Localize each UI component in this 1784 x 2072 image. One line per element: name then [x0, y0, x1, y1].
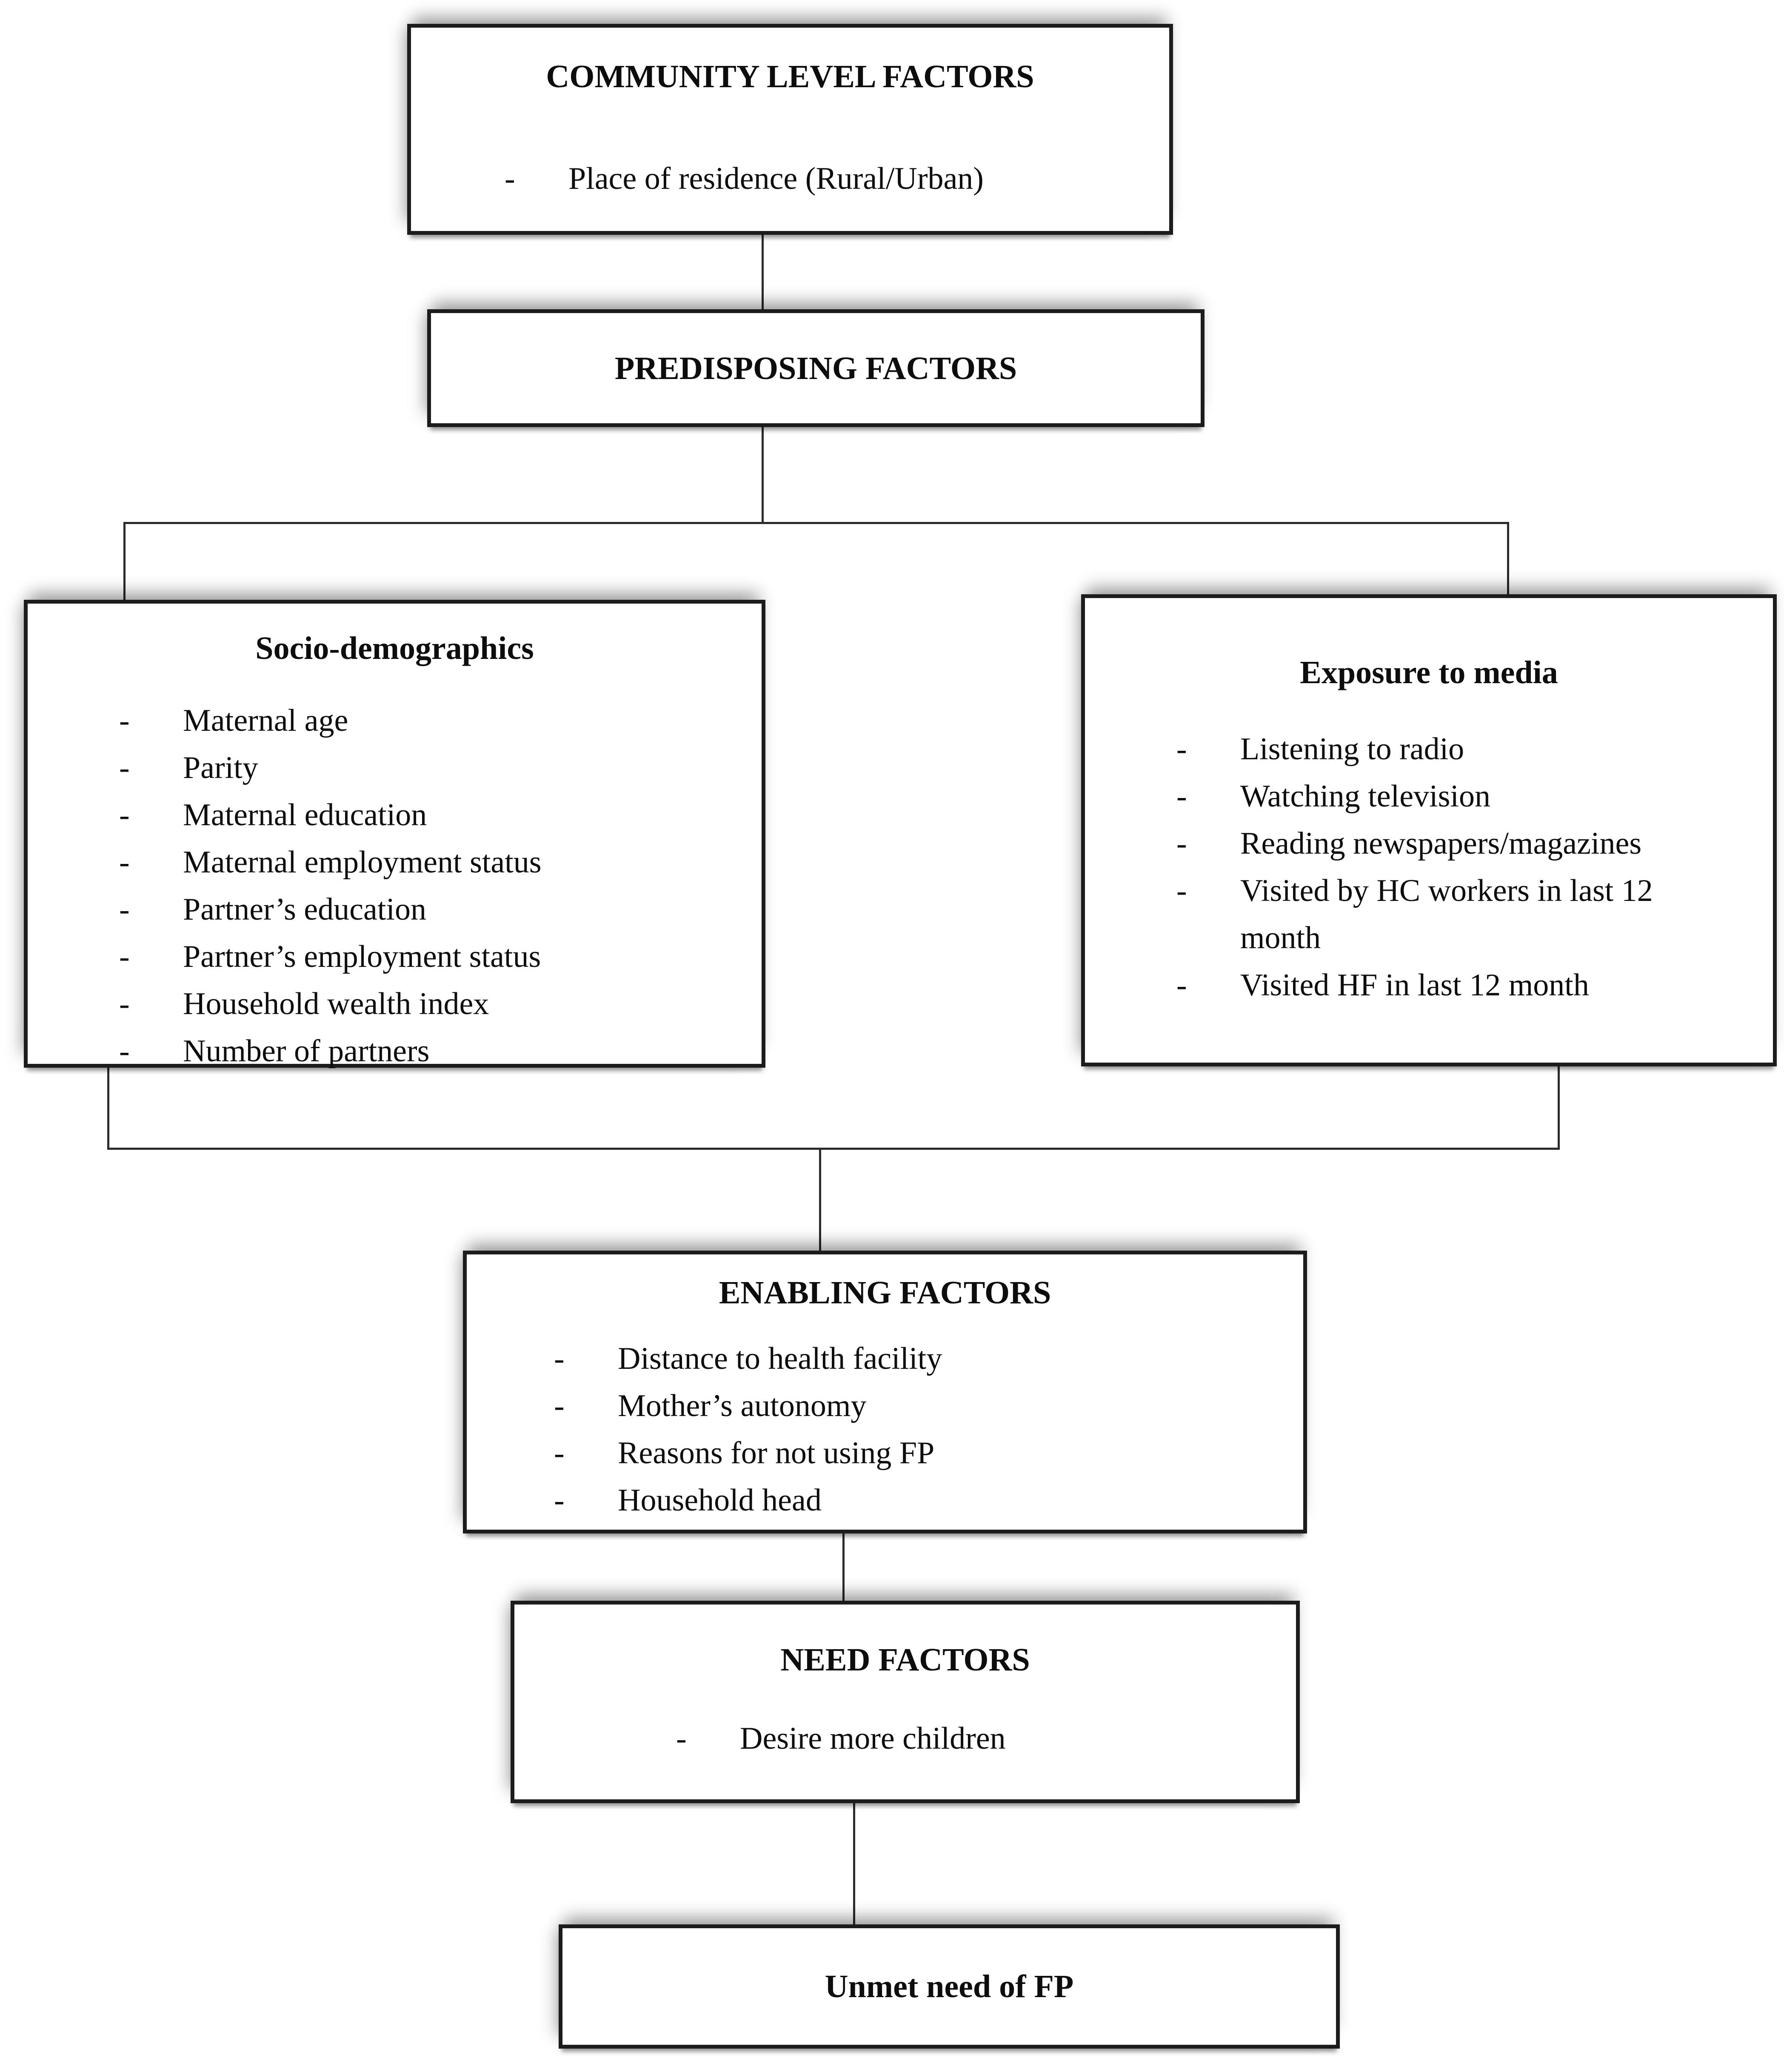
list-item: - Place of residence (Rural/Urban)	[411, 155, 1169, 202]
list-item: - Household wealth index	[28, 980, 762, 1028]
socio-demographics-items: - Maternal age - Parity - Maternal educa…	[28, 697, 762, 1075]
list-item: - Listening to radio	[1085, 726, 1773, 773]
list-item: - Household head	[467, 1477, 1303, 1524]
connector-need-to-outcome	[853, 1802, 855, 1925]
list-item-text: Partner’s employment status	[183, 939, 541, 974]
need-factors-items: - Desire more children	[514, 1715, 1296, 1762]
unmet-need-of-fp-title: Unmet need of FP	[825, 1969, 1074, 2004]
list-item: - Maternal employment status	[28, 839, 762, 886]
box-socio-demographics: Socio-demographics - Maternal age - Pari…	[24, 600, 765, 1069]
bullet-dash: -	[119, 939, 130, 974]
list-item: - Visited HF in last 12 month	[1085, 962, 1773, 1009]
box-community-level-factors: COMMUNITY LEVEL FACTORS - Place of resid…	[407, 24, 1173, 235]
box-need-factors: NEED FACTORS - Desire more children	[511, 1601, 1300, 1803]
list-item: - Mother’s autonomy	[467, 1382, 1303, 1430]
list-item-text: Number of partners	[183, 1034, 430, 1069]
box-predisposing-factors: PREDISPOSING FACTORS	[427, 309, 1205, 427]
connector-enabling-to-need	[842, 1533, 845, 1602]
list-item-text: Reading newspapers/magazines	[1240, 826, 1642, 861]
list-item-text: Distance to health facility	[618, 1341, 942, 1376]
list-item: - Partner’s education	[28, 886, 762, 933]
list-item-text: Maternal employment status	[183, 845, 542, 880]
list-item-text: Watching television	[1240, 779, 1490, 814]
connector-branch-horizontal	[123, 522, 1509, 524]
bullet-dash: -	[119, 845, 130, 880]
community-level-factors-title: COMMUNITY LEVEL FACTORS	[546, 59, 1034, 94]
list-item: - Maternal education	[28, 792, 762, 839]
list-item-text: Household head	[618, 1483, 822, 1518]
list-item-text: Reasons for not using FP	[618, 1436, 935, 1471]
bullet-dash: -	[676, 1721, 687, 1756]
bullet-dash: -	[1176, 968, 1187, 1003]
connector-branch-to-media	[1507, 523, 1509, 595]
bullet-dash: -	[1176, 732, 1187, 767]
list-item-text: Household wealth index	[183, 986, 489, 1021]
bullet-dash: -	[119, 1034, 130, 1069]
list-item-text: Mother’s autonomy	[618, 1388, 867, 1423]
bullet-dash: -	[119, 798, 130, 832]
bullet-dash: -	[1176, 826, 1187, 861]
list-item: - Number of partners	[28, 1028, 762, 1075]
list-item: - Desire more children	[514, 1715, 1296, 1762]
list-item: - Partner’s employment status	[28, 933, 762, 980]
box-enabling-factors: ENABLING FACTORS - Distance to health fa…	[463, 1251, 1307, 1533]
list-item-text: Listening to radio	[1240, 732, 1464, 767]
list-item: - Watching television	[1085, 773, 1773, 820]
bullet-dash: -	[554, 1341, 565, 1376]
list-item: - Visited by HC workers in last 12 month	[1085, 867, 1773, 962]
connector-branch-to-socio	[123, 523, 126, 600]
list-item: - Reasons for not using FP	[467, 1430, 1303, 1477]
bullet-dash: -	[1176, 873, 1187, 908]
community-level-factors-items: - Place of residence (Rural/Urban)	[411, 155, 1169, 202]
enabling-factors-items: - Distance to health facility - Mother’s…	[467, 1335, 1303, 1524]
list-item-text: Place of residence (Rural/Urban)	[568, 161, 984, 196]
socio-demographics-title: Socio-demographics	[255, 630, 534, 666]
bullet-dash: -	[119, 892, 130, 927]
connector-media-to-merge	[1558, 1066, 1560, 1149]
connector-community-to-predisposing	[762, 235, 764, 309]
list-item: - Maternal age	[28, 697, 762, 744]
connector-merge-horizontal	[107, 1148, 1560, 1150]
list-item: - Reading newspapers/magazines	[1085, 820, 1773, 867]
list-item-text: Desire more children	[740, 1721, 1006, 1756]
enabling-factors-title: ENABLING FACTORS	[719, 1275, 1051, 1311]
list-item-text: Visited HF in last 12 month	[1240, 968, 1589, 1003]
bullet-dash: -	[1176, 779, 1187, 814]
connector-predisposing-to-branch	[762, 427, 764, 523]
exposure-to-media-items: - Listening to radio - Watching televisi…	[1085, 726, 1773, 1009]
list-item: - Parity	[28, 744, 762, 792]
connector-socio-to-merge	[107, 1067, 109, 1149]
bullet-dash: -	[505, 161, 515, 196]
list-item-text: Visited by HC workers in last 12 month	[1240, 873, 1653, 955]
exposure-to-media-title: Exposure to media	[1300, 655, 1558, 690]
bullet-dash: -	[554, 1436, 565, 1471]
need-factors-title: NEED FACTORS	[780, 1642, 1030, 1678]
bullet-dash: -	[119, 703, 130, 738]
connector-merge-to-enabling	[819, 1149, 821, 1251]
box-exposure-to-media: Exposure to media - Listening to radio -…	[1081, 594, 1777, 1066]
list-item: - Distance to health facility	[467, 1335, 1303, 1382]
bullet-dash: -	[119, 750, 130, 785]
bullet-dash: -	[119, 986, 130, 1021]
box-unmet-need-of-fp: Unmet need of FP	[559, 1924, 1340, 2049]
bullet-dash: -	[554, 1388, 565, 1423]
list-item-text: Parity	[183, 750, 258, 785]
list-item-text: Partner’s education	[183, 892, 426, 927]
list-item-text: Maternal age	[183, 703, 348, 738]
bullet-dash: -	[554, 1483, 565, 1518]
list-item-text: Maternal education	[183, 798, 427, 832]
predisposing-factors-title: PREDISPOSING FACTORS	[614, 350, 1017, 386]
